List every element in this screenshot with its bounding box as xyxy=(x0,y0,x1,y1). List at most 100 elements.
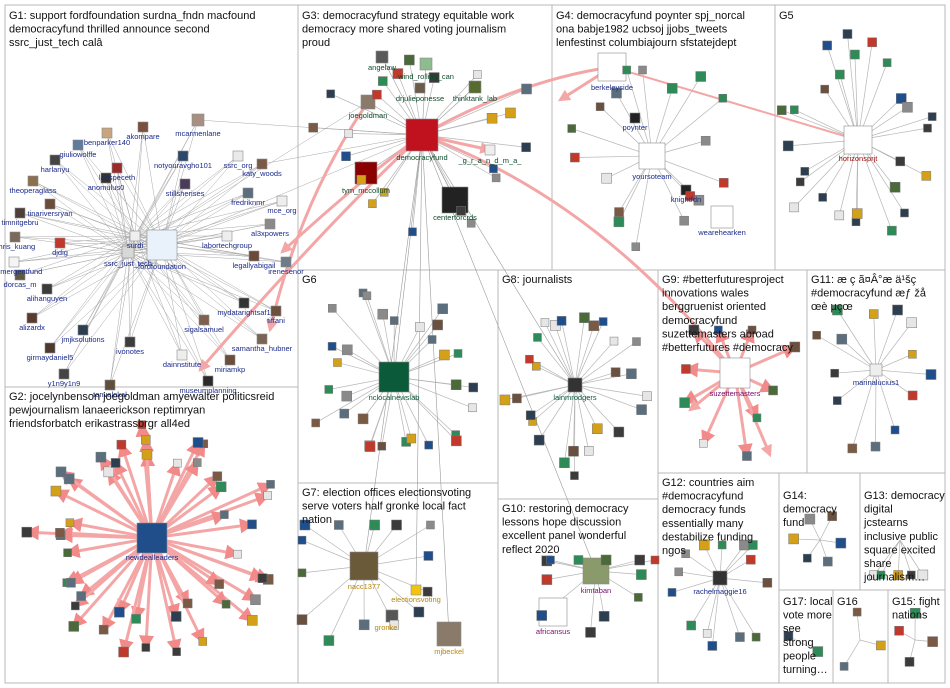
node-label-legallyabigail: legallyabigail xyxy=(233,261,276,270)
node-yoursoteam xyxy=(638,142,666,170)
group-title-g17: vote more xyxy=(783,610,832,622)
node-avatar xyxy=(344,129,353,138)
node-avatar xyxy=(341,390,352,402)
edge xyxy=(161,244,183,356)
node-avatar xyxy=(486,113,498,124)
node-avatar xyxy=(681,364,691,374)
node-avatar xyxy=(368,199,377,208)
edge xyxy=(13,244,163,263)
node-avatar xyxy=(719,178,729,188)
edge xyxy=(32,180,129,253)
node-label-djdig: djdig xyxy=(52,248,68,257)
node-mydatarightsaf1 xyxy=(238,297,250,309)
node-avatar xyxy=(782,140,794,152)
edge xyxy=(161,163,263,246)
node-fredriknmr xyxy=(242,187,254,199)
node-avatar xyxy=(131,614,141,624)
edge xyxy=(421,134,576,386)
node-avatar xyxy=(214,579,224,589)
node-avatar xyxy=(389,316,399,325)
node-avatar xyxy=(907,570,916,580)
node-avatar xyxy=(642,391,652,401)
node-avatar xyxy=(21,526,33,538)
group-title-g4: lenfestinst columbiajourn sfstatejdept xyxy=(556,37,736,49)
edge xyxy=(161,244,277,312)
node-label-tym-mccollum: tym_mccollum xyxy=(342,186,390,195)
node-avatar xyxy=(439,349,450,361)
node-label-dainnstitute: dainnstitute xyxy=(163,360,201,369)
node-avatar xyxy=(422,586,433,597)
node-avatar xyxy=(379,188,389,197)
node-avatar xyxy=(141,449,153,460)
group-title-g12: ngos xyxy=(662,545,686,557)
node-avatar xyxy=(742,451,752,461)
node-fordfoundation xyxy=(146,229,178,261)
node-avatar xyxy=(638,65,647,75)
edge xyxy=(537,337,576,386)
edge xyxy=(63,235,136,375)
edge xyxy=(561,320,576,386)
node-label-anomulus0: anomulus0 xyxy=(88,183,125,192)
edge xyxy=(127,251,183,356)
node-avatar xyxy=(679,215,689,226)
node-avatar xyxy=(839,662,849,671)
node-avatar xyxy=(532,362,541,371)
node-avatar xyxy=(220,510,229,519)
node-berkeleyside xyxy=(597,52,627,82)
node-avatar xyxy=(679,397,690,408)
node-avatar xyxy=(870,441,881,452)
node-avatar xyxy=(324,385,334,394)
node-laborteachgroup xyxy=(221,230,233,242)
node-label-lainmrodgers: lainmrodgers xyxy=(553,393,597,402)
node-theemergentfund xyxy=(8,256,20,268)
group-title-g3: G3: democracyfund strategy equitable wor… xyxy=(302,10,515,22)
node-avatar xyxy=(822,40,832,51)
node-avatar xyxy=(707,641,718,651)
node-avatar xyxy=(339,408,350,419)
node-avatar xyxy=(50,485,62,497)
group-title-g14: democracy xyxy=(783,504,837,516)
node-label-tanvalokal: tanvalokal xyxy=(93,390,127,399)
node-avatar xyxy=(170,611,182,622)
node-avatar xyxy=(296,614,308,625)
node-avatar xyxy=(333,358,342,367)
edge xyxy=(13,235,136,263)
node-avatar xyxy=(921,171,932,181)
node-avatar xyxy=(55,528,65,538)
edge xyxy=(816,334,877,371)
node-drjulieponesse xyxy=(414,82,426,94)
group-title-g4: ona babje1982 ucbsoj jjobs_tweets xyxy=(556,24,728,36)
edge xyxy=(82,251,129,331)
node-avatar xyxy=(369,519,380,531)
node-avatar xyxy=(221,599,231,609)
edge xyxy=(134,155,184,237)
node-y1n9y1n9 xyxy=(58,368,70,380)
edge xyxy=(31,235,136,319)
node-avatar xyxy=(546,555,555,565)
group-title-g1: democracyfund thrilled announce second xyxy=(9,24,210,36)
node-label-rachelmaggie16: rachelmaggie16 xyxy=(693,587,746,596)
node-avatar xyxy=(927,636,938,647)
node-avatar xyxy=(890,425,900,435)
node-avatar xyxy=(714,325,723,335)
edge xyxy=(161,244,287,263)
node-label-suzettemasters: suzettemasters xyxy=(710,389,761,398)
edge xyxy=(127,101,369,253)
node-avatar xyxy=(570,471,579,480)
edge xyxy=(134,155,239,237)
group-title-g9: G9: #betterfuturesproject xyxy=(662,274,784,286)
node-avatar xyxy=(172,647,181,656)
edge xyxy=(875,322,912,371)
edge xyxy=(875,369,932,375)
edge xyxy=(31,251,129,319)
group-title-g11: œè µçœ xyxy=(811,301,853,313)
edge xyxy=(151,518,255,540)
group-title-g17: people xyxy=(783,650,816,662)
group-title-g9: innovations wales xyxy=(662,288,749,300)
node-label-theemergentfund: theemergentfund xyxy=(0,267,42,276)
node-avatar xyxy=(631,242,641,251)
edge xyxy=(32,180,136,237)
nodes xyxy=(8,29,938,671)
node-avatar xyxy=(636,404,647,415)
node-avatar xyxy=(173,458,182,468)
